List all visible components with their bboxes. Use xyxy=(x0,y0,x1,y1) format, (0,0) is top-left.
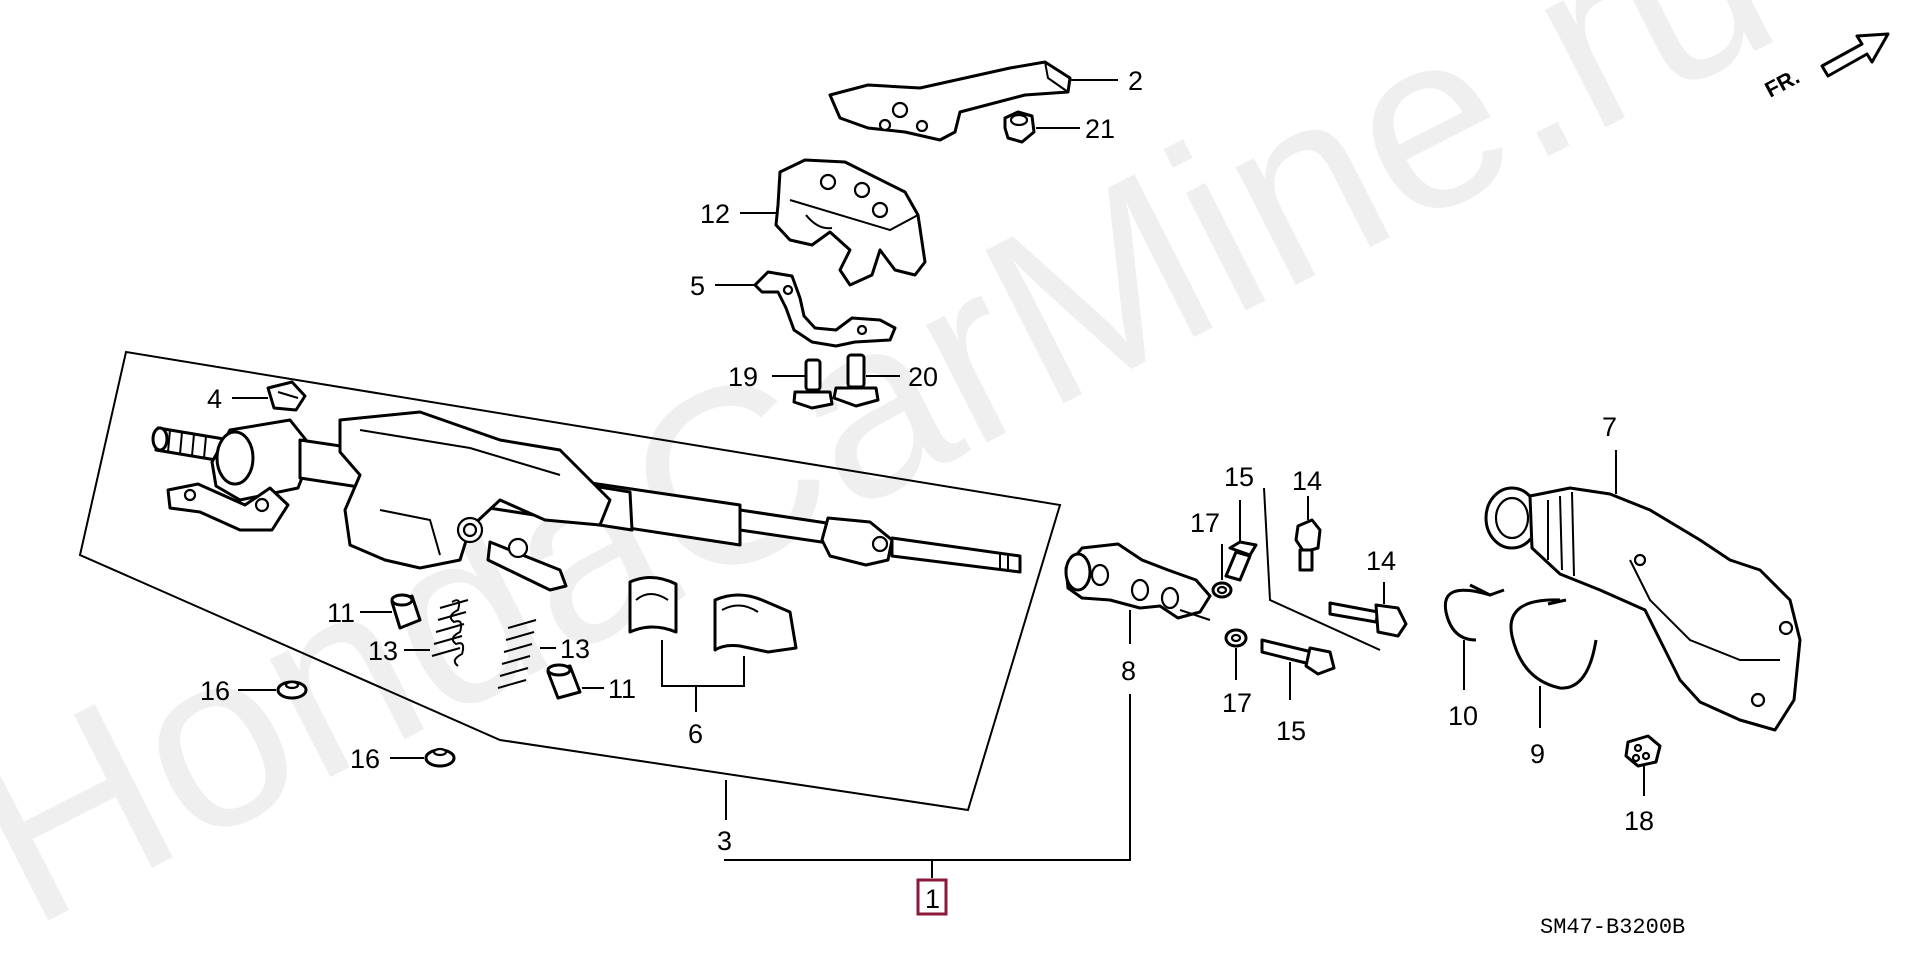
callout-10: 10 xyxy=(1448,701,1478,731)
part-17-washer-lower xyxy=(1224,628,1248,648)
part-13-spring-left xyxy=(431,599,469,667)
callout-7: 7 xyxy=(1602,412,1617,442)
part-14-bolt-lower xyxy=(1328,601,1408,638)
part-11-collar-lower xyxy=(546,663,582,700)
part-15-bolt-upper xyxy=(1224,540,1258,582)
part-13-spring-right xyxy=(497,619,537,689)
callout-15-lower: 15 xyxy=(1276,716,1306,746)
part-16-grommet-upper xyxy=(276,680,308,700)
part-16-grommet-lower xyxy=(424,747,456,768)
part-14-bolt-upper xyxy=(1294,518,1322,572)
part-9-band xyxy=(1509,598,1598,690)
part-15-bolt-lower xyxy=(1260,638,1336,676)
callout-14-upper: 14 xyxy=(1292,466,1322,496)
part-5-clamp xyxy=(753,270,897,348)
callout-2: 2 xyxy=(1128,66,1143,96)
steering-column-body xyxy=(151,410,1022,592)
callout-4: 4 xyxy=(207,384,222,414)
callout-12: 12 xyxy=(700,199,730,229)
part-2-bracket xyxy=(828,60,1072,142)
callout-17-upper: 17 xyxy=(1190,508,1220,538)
part-3-assembly-outline xyxy=(78,350,1062,812)
part-17-washer-upper xyxy=(1211,581,1233,599)
part-4-clip xyxy=(266,380,307,412)
callout-6: 6 xyxy=(688,719,703,749)
callout-3: 3 xyxy=(717,826,732,856)
part-8-intermediate-joint xyxy=(1064,542,1212,621)
callout-11-lower: 11 xyxy=(608,674,636,704)
callout-19: 19 xyxy=(728,362,758,392)
callout-13-left: 13 xyxy=(368,636,398,666)
part-6-bushing-left xyxy=(628,576,678,634)
callout-21: 21 xyxy=(1085,114,1115,144)
callout-18: 18 xyxy=(1624,806,1654,836)
part-7-column-cover xyxy=(1484,486,1802,732)
callout-1-highlight-box[interactable] xyxy=(916,878,948,916)
part-11-collar-upper xyxy=(390,593,422,630)
callout-16-upper: 16 xyxy=(200,676,230,706)
diagram-code: SM47-B3200B xyxy=(1540,915,1685,940)
part-18-clip xyxy=(1624,734,1662,768)
callout-5: 5 xyxy=(690,271,705,301)
part-20-bolt xyxy=(832,353,880,408)
callout-1: 1 xyxy=(925,884,940,914)
callout-16-lower: 16 xyxy=(350,744,380,774)
part-6-bushing-right xyxy=(713,593,798,654)
part-10-clip xyxy=(1443,583,1505,642)
callout-8: 8 xyxy=(1121,656,1136,686)
callout-13-right: 13 xyxy=(560,634,590,664)
callout-9: 9 xyxy=(1530,739,1545,769)
front-arrow-icon xyxy=(1820,32,1890,78)
callout-17-lower: 17 xyxy=(1222,688,1252,718)
part-21-nut xyxy=(1003,110,1036,144)
separation-line xyxy=(1263,487,1381,651)
callout-15-upper: 15 xyxy=(1224,462,1254,492)
part-12-column-holder xyxy=(774,158,927,287)
callout-20: 20 xyxy=(908,362,938,392)
callout-11-upper: 11 xyxy=(327,598,355,628)
callout-14-lower: 14 xyxy=(1366,546,1396,576)
